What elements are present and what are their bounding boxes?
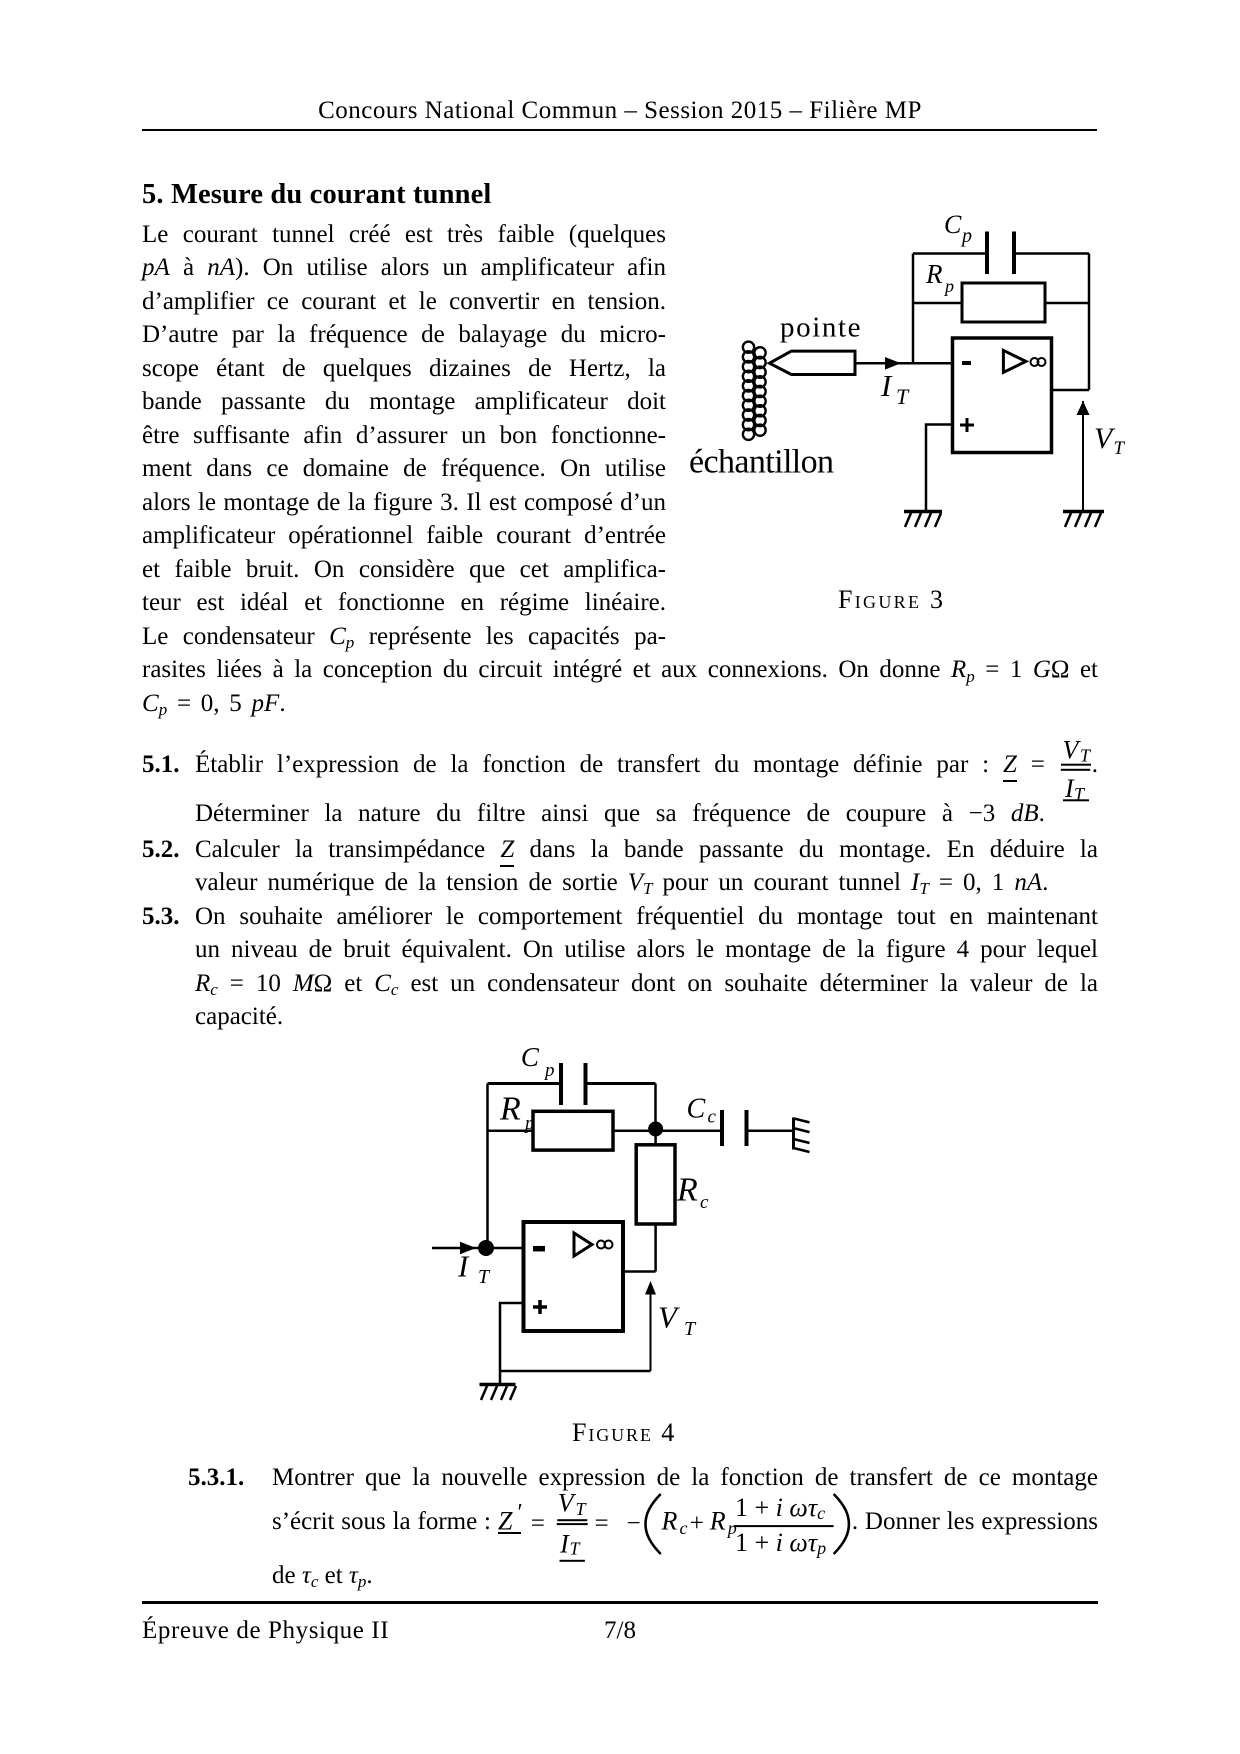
- svg-text:R: R: [499, 1091, 521, 1128]
- svg-text:Z: Z: [498, 1506, 513, 1535]
- svg-text:1 + i ωτc: 1 + i ωτc: [735, 1493, 825, 1523]
- svg-text:pointe: pointe: [780, 312, 862, 344]
- svg-text:T: T: [478, 1266, 491, 1288]
- svg-text:T: T: [896, 384, 910, 409]
- svg-text:T: T: [575, 1499, 587, 1519]
- svg-text:c: c: [708, 1107, 717, 1128]
- svg-text:p: p: [943, 276, 954, 296]
- svg-text:R: R: [925, 259, 943, 289]
- svg-text:I: I: [880, 368, 893, 403]
- svg-text:R: R: [709, 1506, 726, 1535]
- svg-text:C: C: [521, 1042, 540, 1072]
- svg-text:−: −: [626, 1510, 640, 1537]
- svg-text:V: V: [1094, 422, 1116, 455]
- svg-text:c: c: [700, 1192, 709, 1213]
- svg-text:I: I: [1064, 774, 1075, 803]
- svg-text:T: T: [569, 1538, 581, 1558]
- svg-text:R: R: [676, 1171, 698, 1208]
- svg-text:+: +: [690, 1510, 704, 1537]
- svg-text:T: T: [1114, 438, 1126, 459]
- svg-text:T: T: [1080, 745, 1092, 765]
- svg-text:p: p: [960, 225, 972, 247]
- svg-text:T: T: [1074, 784, 1086, 803]
- svg-text:I: I: [559, 1529, 570, 1558]
- svg-text:=: =: [531, 1510, 545, 1537]
- svg-text:p: p: [726, 1518, 737, 1538]
- svg-text:R: R: [660, 1506, 677, 1535]
- svg-text:C: C: [944, 210, 962, 239]
- svg-text:I: I: [457, 1248, 470, 1283]
- svg-text:C: C: [687, 1094, 706, 1125]
- svg-text:p: p: [543, 1060, 555, 1081]
- svg-text:V: V: [658, 1300, 680, 1335]
- svg-text:T: T: [684, 1318, 697, 1340]
- svg-text:=: =: [594, 1510, 608, 1537]
- svg-text:V: V: [1062, 737, 1081, 765]
- svg-text:V: V: [558, 1493, 577, 1517]
- svg-text:′: ′: [517, 1500, 522, 1526]
- svg-text:échantillon: échantillon: [689, 444, 834, 481]
- svg-text:p: p: [523, 1113, 535, 1134]
- svg-text:1 + i ωτp: 1 + i ωτp: [735, 1528, 826, 1558]
- svg-text:c: c: [679, 1518, 687, 1538]
